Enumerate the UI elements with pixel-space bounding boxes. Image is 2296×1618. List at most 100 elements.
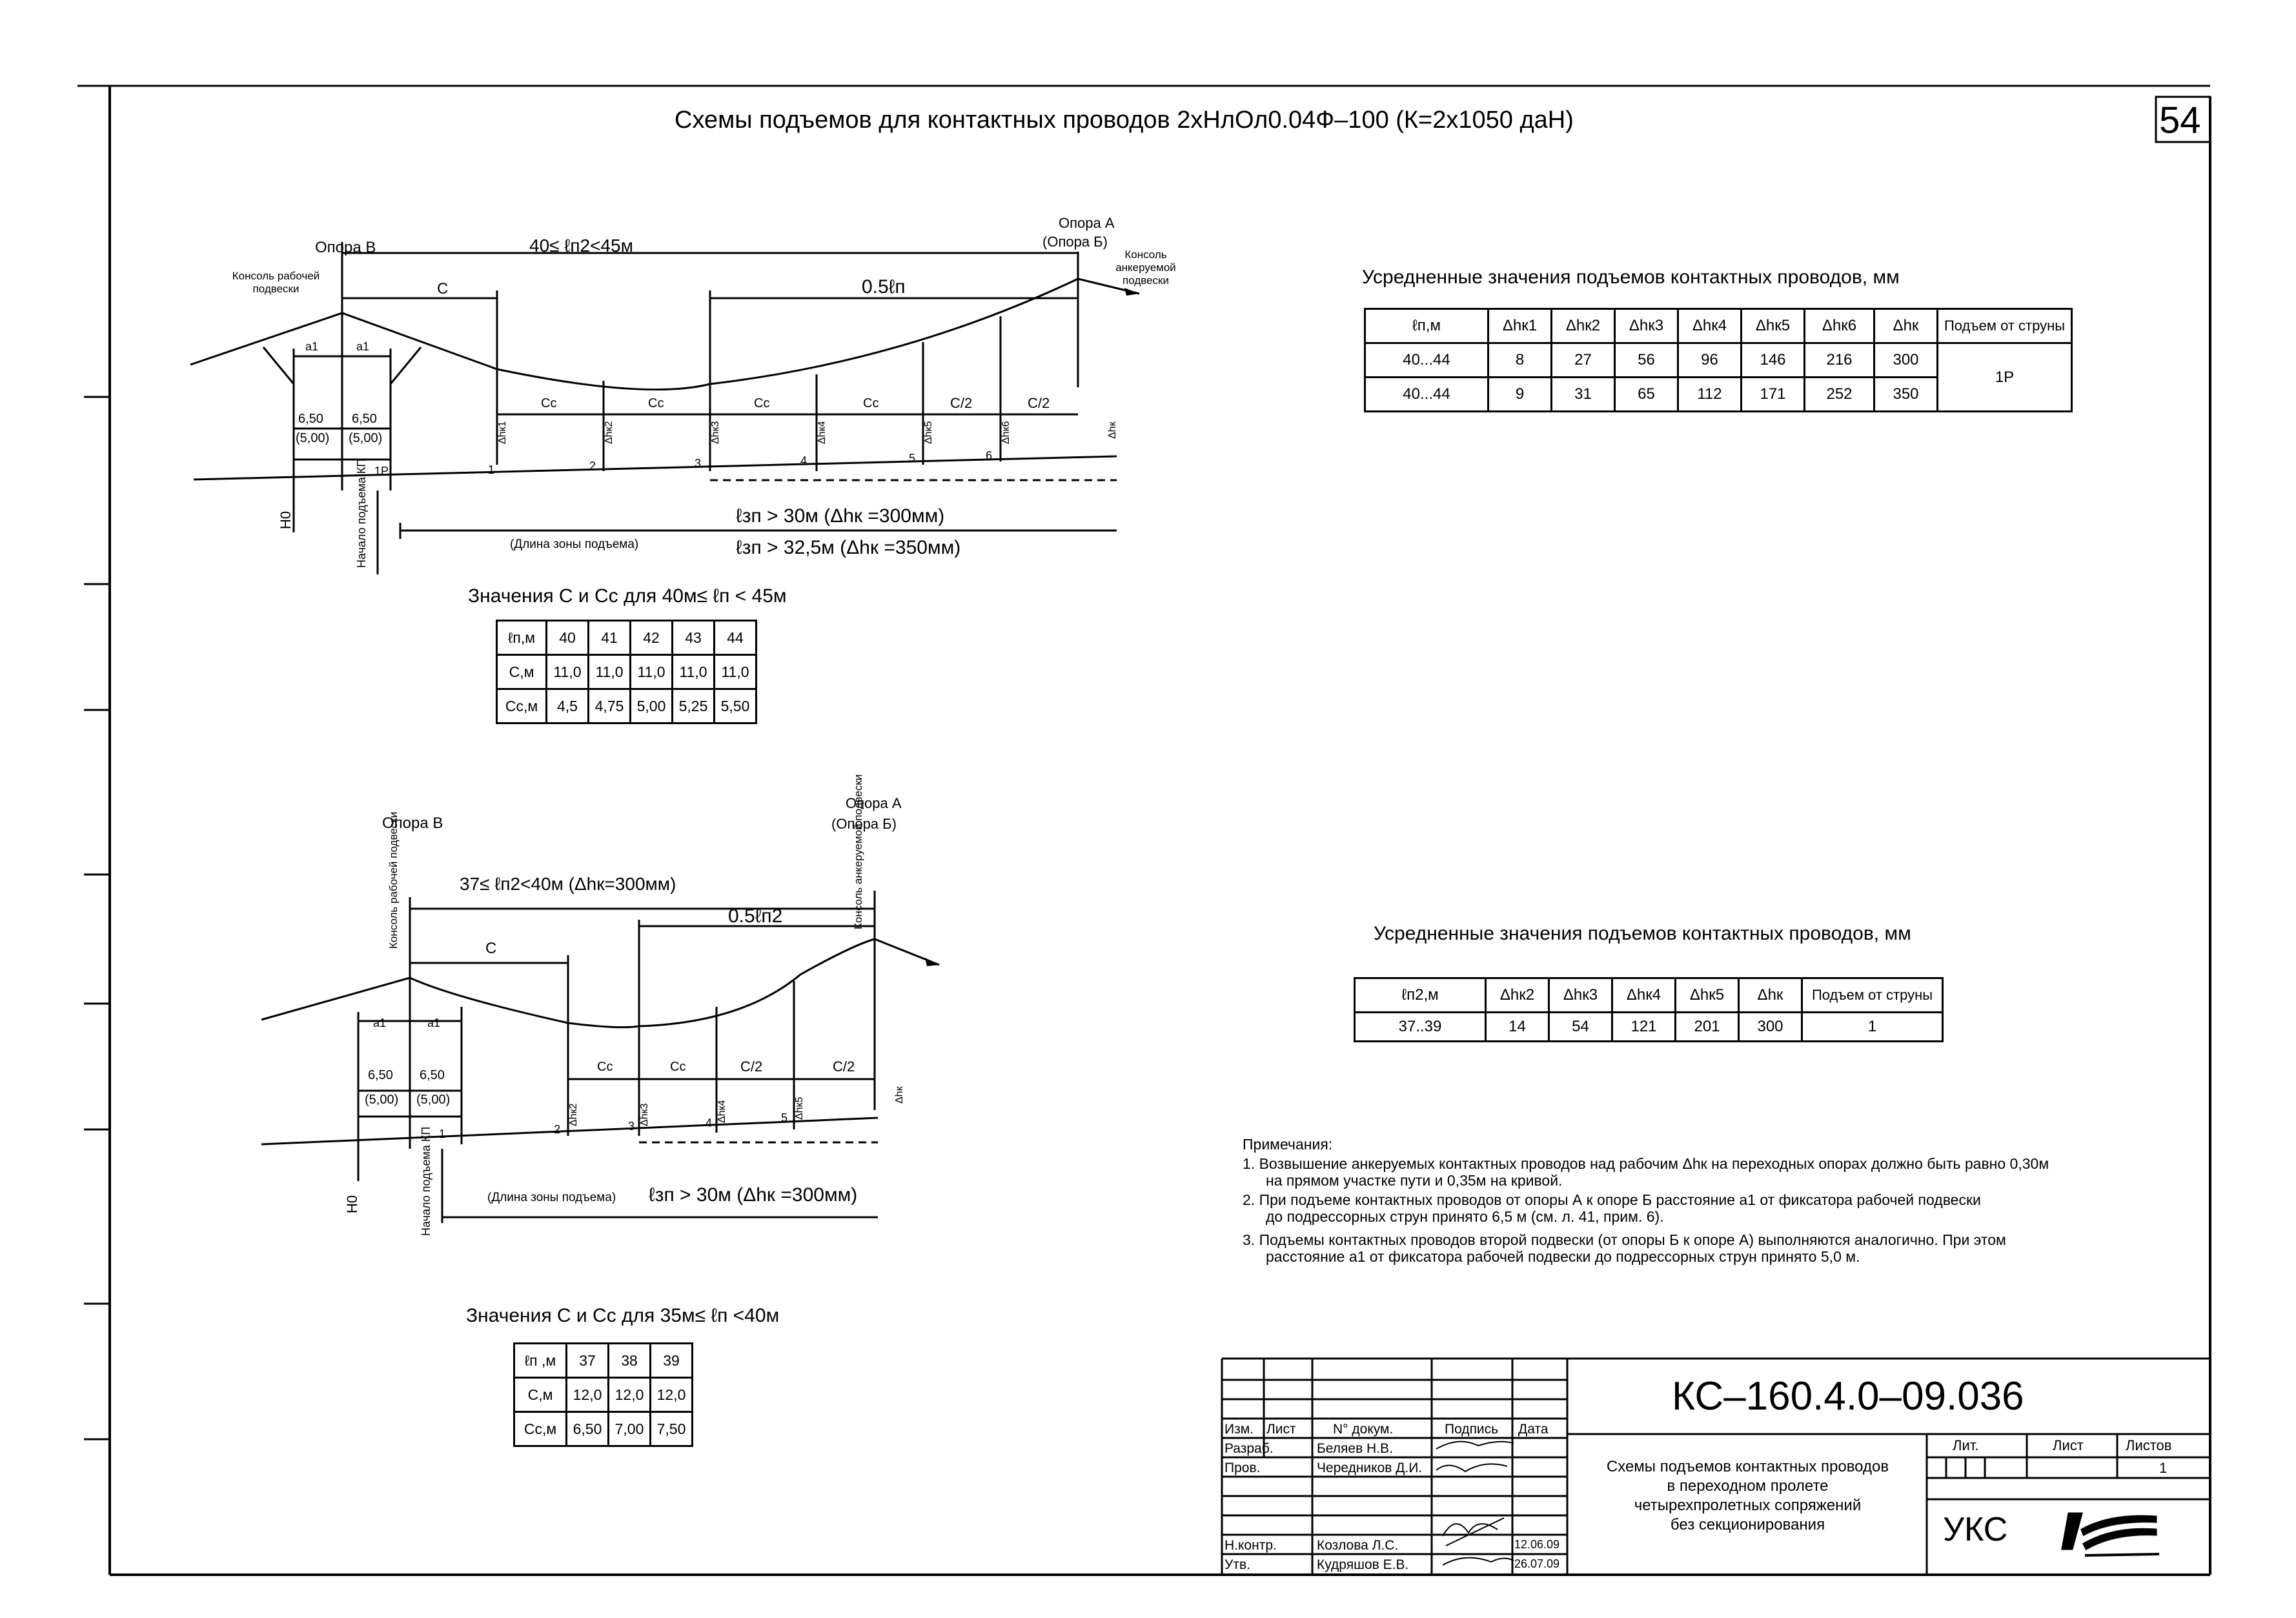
sheet-number: 54 xyxy=(2159,99,2201,141)
tb-role-normcontrol: Н.контр. xyxy=(1224,1538,1277,1553)
table-c2-title: Значения С и Сс для 35м≤ ℓп <40м xyxy=(466,1305,780,1326)
tb-name-normcontrol: Козлова Л.С. xyxy=(1317,1538,1399,1553)
a1-label-right-2: a1 xyxy=(427,1016,441,1029)
tb-description-line-1: Схемы подъемов контактных проводов xyxy=(1606,1458,1889,1475)
c2-label-2b: C/2 xyxy=(833,1058,855,1075)
anchor-console-label: Консоль анкеруемой подвески xyxy=(1115,248,1176,287)
a1-label-right: a1 xyxy=(356,340,370,353)
zone-length-300: ℓзп > 30м (Δhк =300мм) xyxy=(736,505,945,527)
note-1b: на прямом участке пути и 0,35м на кривой… xyxy=(1266,1172,1563,1189)
support-a-sub-label-2: (Опора Б) xyxy=(831,816,897,832)
note-3a: 3. Подъемы контактных проводов второй по… xyxy=(1243,1231,2006,1248)
sheet-title: Схемы подъемов для контактных проводов 2… xyxy=(675,106,1574,134)
c2-label-2a: C/2 xyxy=(740,1058,763,1075)
tb-sheets-count: 1 xyxy=(2159,1460,2168,1476)
tb-name-approver: Кудряшов Е.В. xyxy=(1317,1557,1409,1572)
point-6: 6 xyxy=(986,449,993,462)
tb-role-approver: Утв. xyxy=(1224,1557,1250,1572)
document-code: КС–160.4.0–09.036 xyxy=(1672,1374,2024,1419)
point2-4: 4 xyxy=(706,1117,713,1129)
span-range-label-2: 37≤ ℓп2<40м (Δhк=300мм) xyxy=(460,874,676,894)
contact-wire-line xyxy=(190,278,1140,391)
point-1p: 1Р xyxy=(374,465,389,478)
table-avg1-title: Усредненные значения подъемов контактных… xyxy=(1362,267,1900,288)
tb-description: Схемы подъемов контактных проводов в пер… xyxy=(1575,1457,1920,1535)
notes-heading: Примечания: xyxy=(1243,1136,1333,1153)
work-wire-line-2 xyxy=(261,1117,879,1146)
tb-description-line-4: без секционирования xyxy=(1670,1516,1825,1533)
work-wire-line xyxy=(193,455,1117,481)
dim-650-left: 6,50 xyxy=(298,412,323,426)
point2-2: 2 xyxy=(554,1123,561,1136)
cc-label-2a: Cc xyxy=(597,1060,613,1074)
c-dim-label: C xyxy=(437,280,449,298)
table-avg1: ℓп,м Δhк1 Δhк2 Δhк3 Δhк4 Δhк5 Δhк6 Δhк П… xyxy=(1364,308,2073,412)
tb-role-checker: Пров. xyxy=(1224,1461,1261,1475)
work-console-label: Консоль рабочей подвески xyxy=(232,270,320,295)
cc-label-1: Cc xyxy=(541,396,557,410)
tb-sheets-header: Листов xyxy=(2126,1437,2172,1453)
point-4: 4 xyxy=(800,454,808,467)
point2-5: 5 xyxy=(781,1111,788,1124)
table-avg2-title: Усредненные значения подъемов контактных… xyxy=(1374,923,1911,944)
tb-header-list: Лист xyxy=(1266,1422,1296,1437)
tb-date-approver: 26.07.09 xyxy=(1514,1557,1560,1570)
c2-label-1: C/2 xyxy=(950,395,973,411)
zone-label: (Длина зоны подъема) xyxy=(510,538,639,551)
point-1: 1 xyxy=(488,463,495,476)
notes-section: Примечания: 1. Возвышение анкеруемых кон… xyxy=(1243,1136,2049,1265)
tb-description-line-2: в переходном пролете xyxy=(1667,1477,1829,1495)
cc-label-4: Cc xyxy=(863,396,879,410)
dim-500-right: (5,00) xyxy=(349,431,383,445)
cc-label-2: Cc xyxy=(648,396,664,410)
support-a-sub-label: (Опора Б) xyxy=(1042,234,1108,250)
half-span-label: 0.5ℓп xyxy=(862,276,906,298)
zone-length-350: ℓзп > 32,5м (Δhк =350мм) xyxy=(736,537,961,558)
support-b-label-2: Опора В xyxy=(382,814,443,832)
half-span-label-2: 0.5ℓп2 xyxy=(728,905,783,927)
tb-sheet-header: Лист xyxy=(2053,1437,2084,1453)
table-avg2: ℓп2,м Δhк2 Δhк3 Δhк4 Δhк5 Δhк Подъем от … xyxy=(1354,977,1944,1042)
organization-label: УКС xyxy=(1943,1511,2008,1548)
tb-header-date: Дата xyxy=(1518,1422,1549,1437)
tb-date-normcontrol: 12.06.09 xyxy=(1514,1538,1560,1551)
point2-1: 1 xyxy=(439,1128,446,1140)
dim-650-left-2: 6,50 xyxy=(368,1068,393,1082)
zone-length-2: ℓзп > 30м (Δhк =300мм) xyxy=(649,1184,858,1206)
tb-header-doc: N° докум. xyxy=(1333,1422,1394,1437)
dim-650-right: 6,50 xyxy=(352,412,377,426)
c2-label-2: C/2 xyxy=(1028,395,1050,411)
a1-label-left-2: a1 xyxy=(373,1016,387,1029)
zone-label-2: (Длина зоны подъема) xyxy=(487,1191,616,1204)
c-dim-label-2: C xyxy=(485,940,497,957)
note-1a: 1. Возвышение анкеруемых контактных пров… xyxy=(1243,1155,2049,1172)
note-2a: 2. При подъеме контактных проводов от оп… xyxy=(1243,1191,1981,1208)
cc-label-2b: Cc xyxy=(670,1060,686,1074)
tb-name-checker: Чередников Д.И. xyxy=(1317,1461,1423,1475)
support-a-label: Опора А xyxy=(1059,215,1115,231)
note-3b: расстояние а1 от фиксатора рабочей подве… xyxy=(1266,1248,1860,1265)
tb-stage-header: Лит. xyxy=(1953,1437,1979,1453)
tb-role-developer: Разраб. xyxy=(1224,1441,1274,1456)
point2-3: 3 xyxy=(628,1120,635,1133)
dim-500-right-2: (5,00) xyxy=(416,1093,451,1107)
tb-header-sign: Подпись xyxy=(1445,1422,1499,1437)
dim-500-left-2: (5,00) xyxy=(365,1093,399,1107)
tb-description-line-3: четырехпролетных сопряжений xyxy=(1634,1497,1862,1514)
tb-header-izm: Изм. xyxy=(1224,1422,1254,1437)
tb-name-developer: Беляев Н.В. xyxy=(1317,1441,1393,1456)
a1-label-left: a1 xyxy=(305,340,319,353)
support-a-label-2: Опора А xyxy=(846,795,902,811)
span-range-label: 40≤ ℓп2<45м xyxy=(529,236,633,256)
note-2b: до подрессорных струн принято 6,5 м (см.… xyxy=(1266,1208,1664,1225)
point-5: 5 xyxy=(909,452,916,465)
point-3: 3 xyxy=(695,457,702,470)
dim-650-right-2: 6,50 xyxy=(420,1068,445,1082)
point-2: 2 xyxy=(589,460,596,472)
